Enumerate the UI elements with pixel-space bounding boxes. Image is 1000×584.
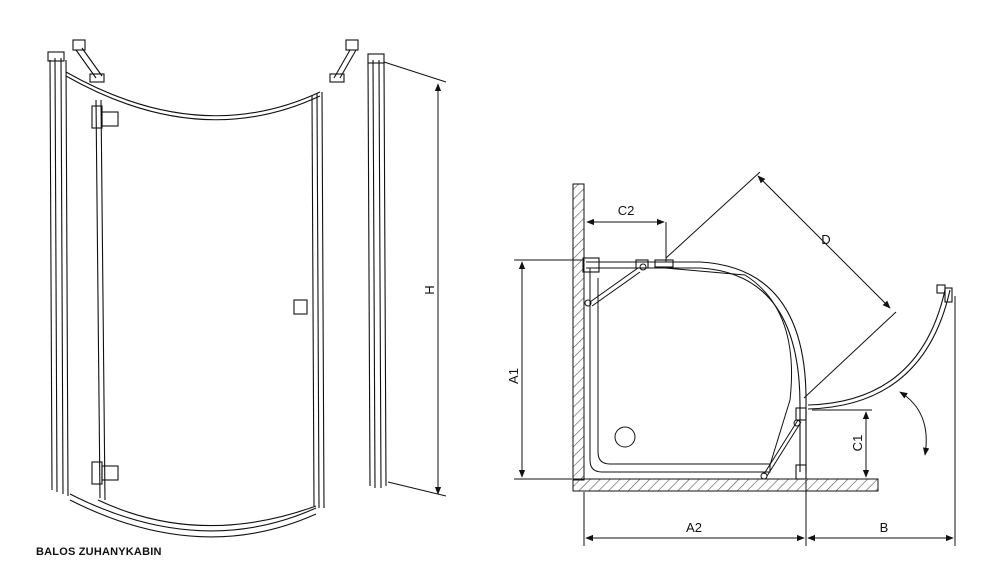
shower-tray: [589, 267, 793, 473]
dimension-h: [383, 61, 447, 497]
perspective-view: [47, 39, 387, 538]
dimension-d: [665, 171, 897, 399]
dim-label-c2: C2: [618, 203, 635, 218]
right-stabilizer-bracket: [329, 39, 359, 83]
enclosure-glass: [582, 257, 807, 480]
swing-direction-arrow: [899, 391, 930, 456]
top-curved-rail: [65, 71, 321, 117]
middle-profile: [311, 91, 325, 509]
drain-icon: [614, 426, 636, 448]
dimension-a1: [514, 259, 582, 480]
left-stabilizer-bracket: [72, 39, 105, 83]
dim-label-c1: C1: [850, 435, 865, 452]
dimension-a2-b: [583, 296, 956, 546]
dim-label-h: H: [422, 285, 437, 294]
right-wall-profile: [367, 53, 387, 489]
door-panel: [91, 99, 308, 501]
dimension-c2: [586, 218, 667, 262]
plan-stabilizers: [584, 263, 802, 480]
dim-label-a2: A2: [686, 520, 702, 535]
dim-label-b: B: [880, 520, 889, 535]
dimension-c1: [812, 409, 872, 478]
open-door: [807, 284, 953, 410]
wall-hatching: [572, 183, 879, 492]
dim-label-d: D: [821, 232, 830, 247]
bottom-curved-rail: [69, 493, 317, 532]
door-handle: [293, 299, 308, 315]
left-wall-profile: [47, 51, 69, 497]
product-caption: BALOS ZUHANYKABIN: [36, 546, 162, 558]
dim-label-a1: A1: [506, 368, 521, 384]
